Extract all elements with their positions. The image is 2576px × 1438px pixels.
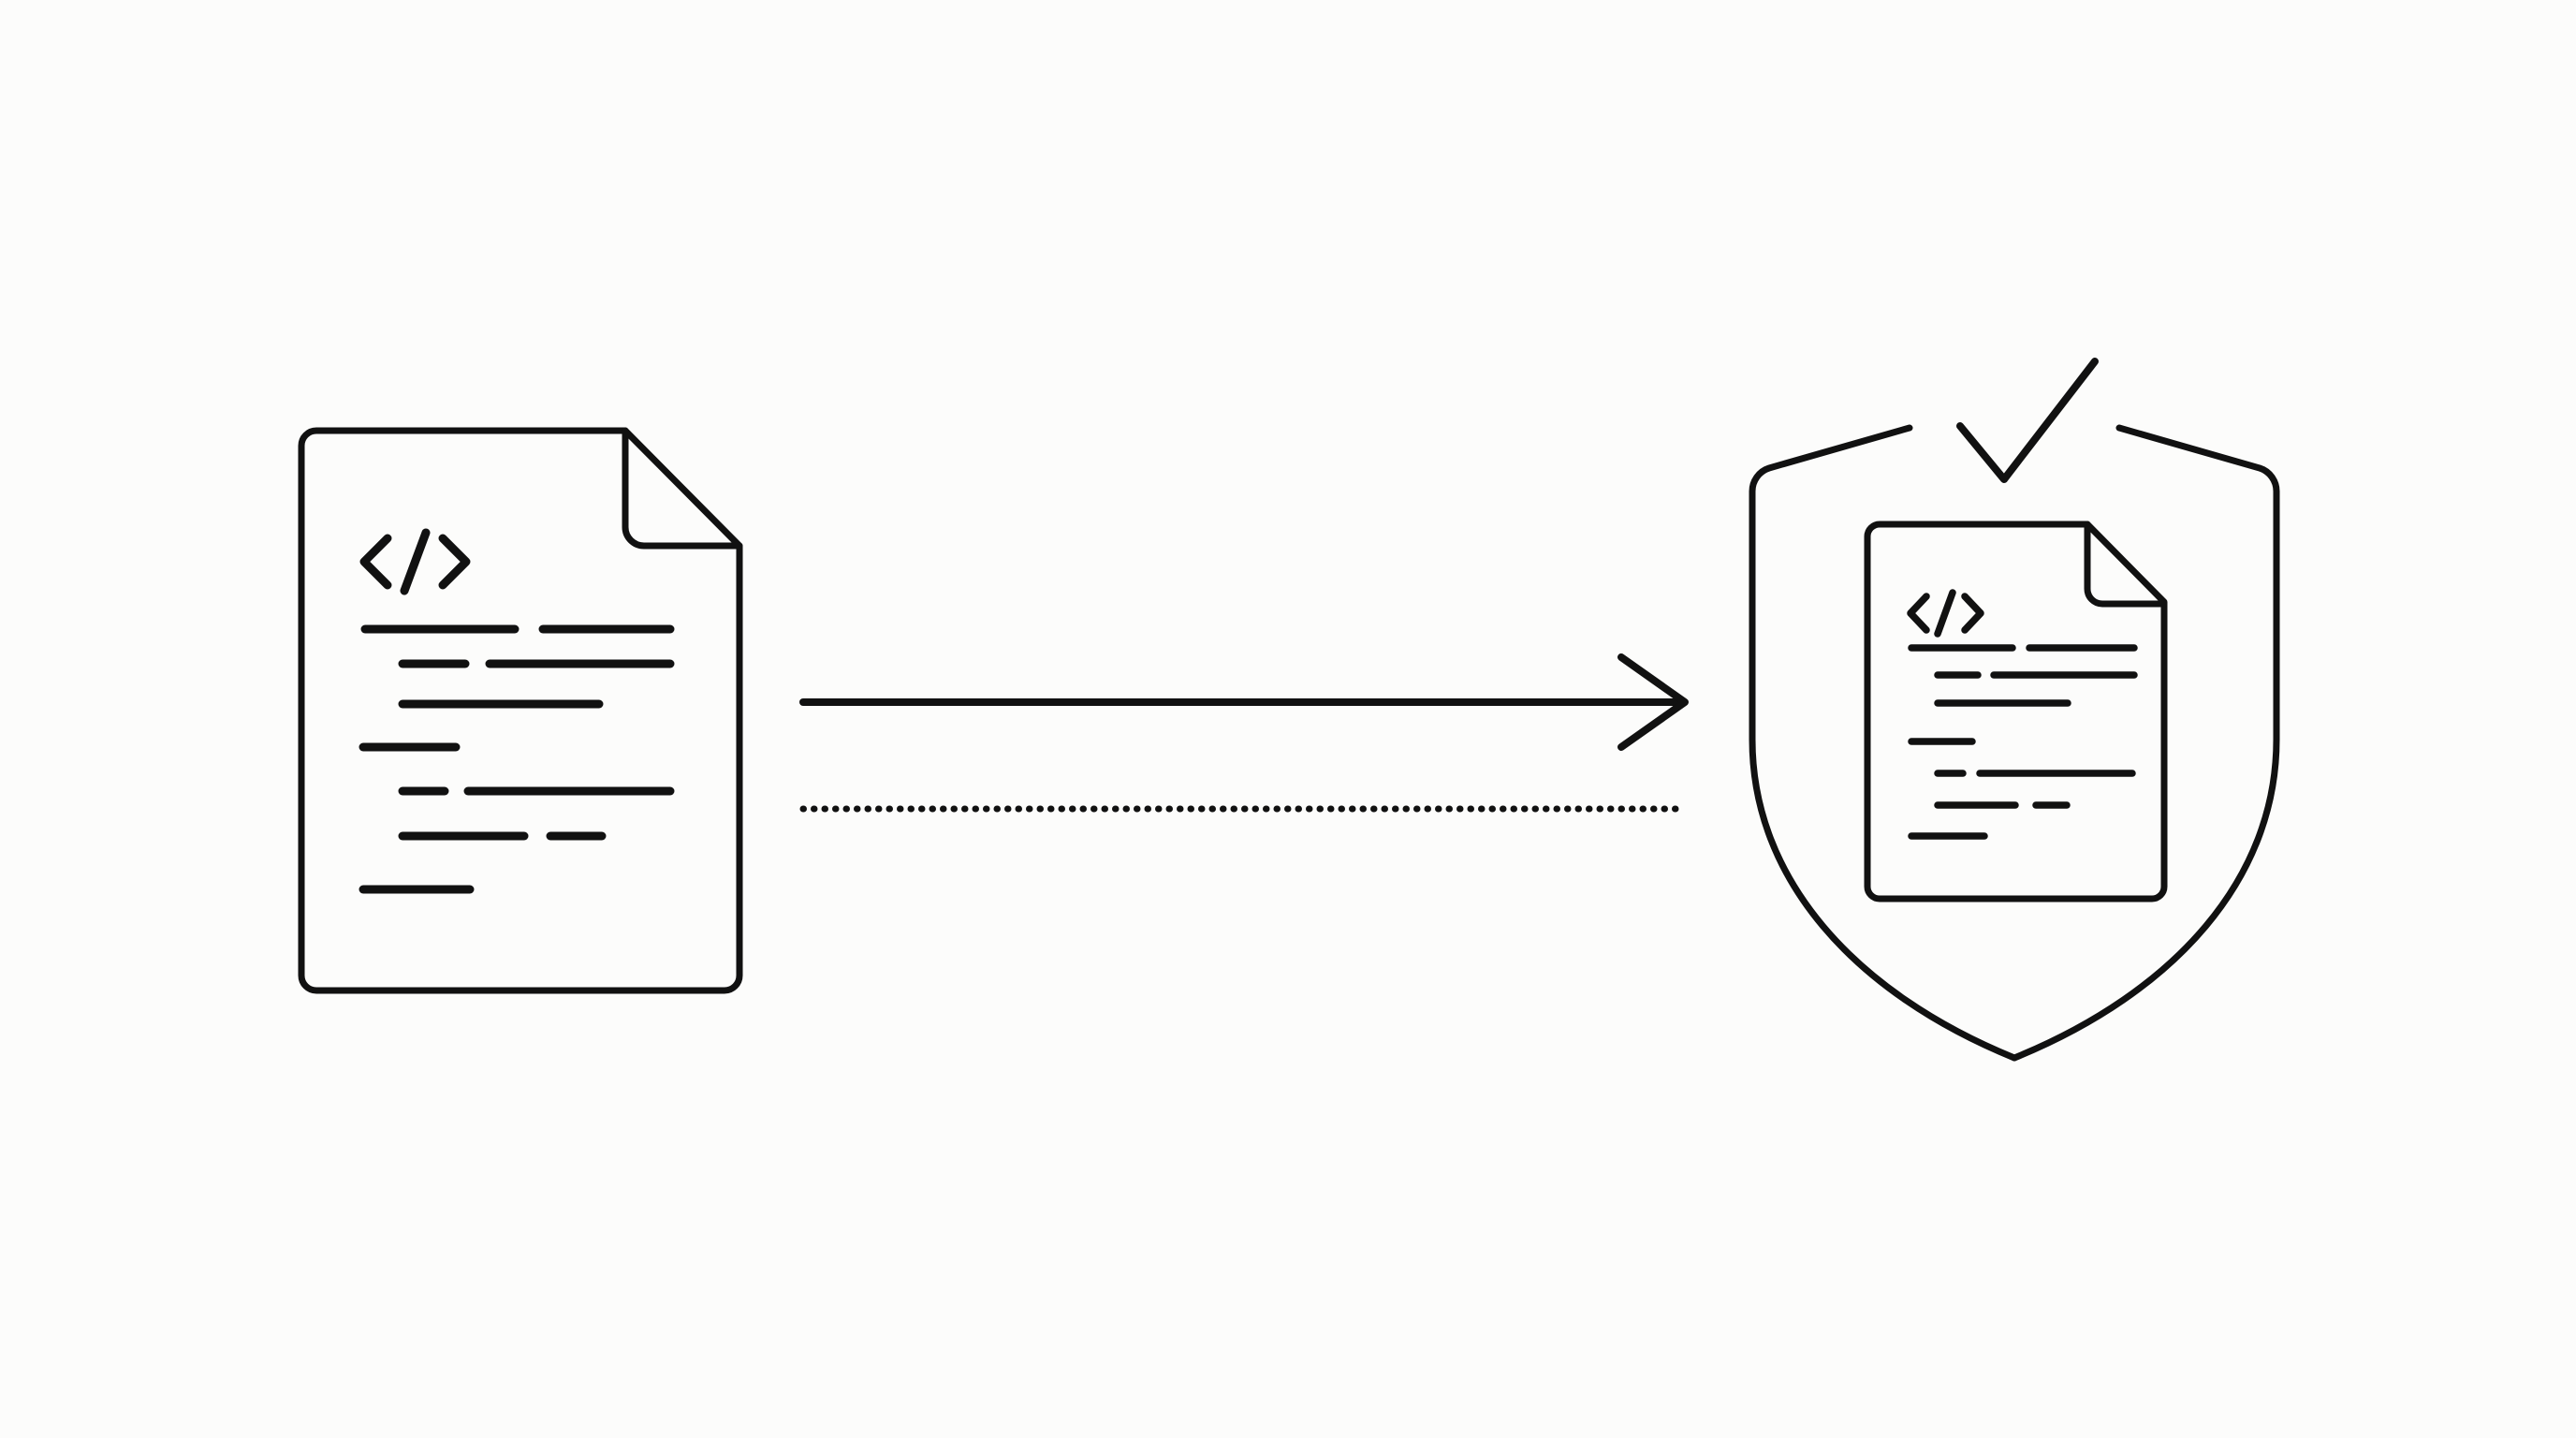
shield-right-half (2011, 424, 2280, 1062)
document-outline (298, 427, 743, 994)
glyph-left-angle (359, 534, 392, 590)
shield-outline (1749, 424, 2280, 1062)
inner-glyph-right-angle (1961, 593, 1984, 634)
arrow-head-chevron-icon (1617, 653, 1689, 751)
inner-glyph-slash (1934, 589, 1956, 638)
inner-glyph-left-angle (1907, 593, 1930, 634)
glyph-slash (400, 528, 431, 595)
inner-code-document (1864, 521, 2168, 902)
code-angle-bracket-glyph (359, 528, 471, 595)
flow-arrow[interactable] (799, 653, 1689, 751)
document-code-lines (359, 624, 675, 894)
inner-document-code-lines (1908, 644, 2138, 840)
check-mark-icon (1956, 358, 2099, 483)
code-document-icon[interactable] (298, 427, 743, 994)
shield-check-code-document-icon[interactable] (1749, 358, 2280, 1062)
glyph-right-angle (438, 534, 471, 590)
shield-left-half (1749, 424, 2018, 1062)
inner-document-outline (1864, 521, 2168, 902)
inner-code-angle-bracket-glyph (1907, 589, 1984, 638)
inner-document-folded-corner (2084, 521, 2168, 608)
document-folded-corner (622, 427, 743, 550)
